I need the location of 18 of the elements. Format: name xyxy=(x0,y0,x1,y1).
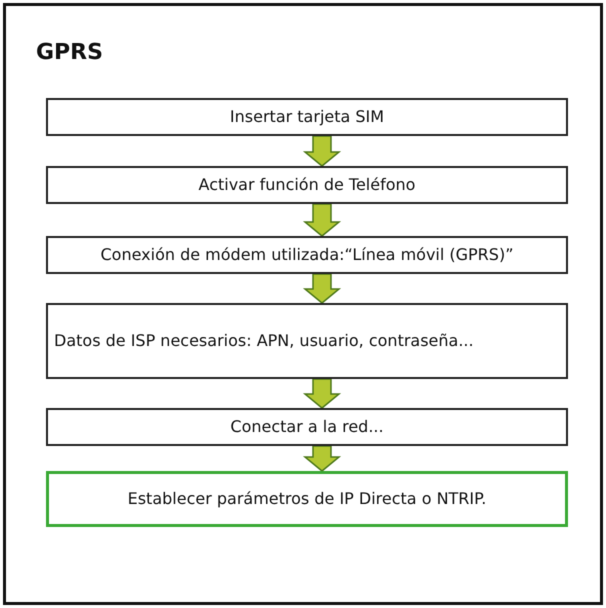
step-text: Datos de ISP necesarios: APN, usuario, contraseña... xyxy=(54,330,474,352)
process-box xyxy=(46,303,568,379)
step-text: Insertar tarjeta SIM xyxy=(230,106,384,128)
step-text: Conectar a la red... xyxy=(230,416,384,438)
process-box xyxy=(46,166,568,204)
step-text: Conexión de módem utilizada:“Línea móvil (GPRS)” xyxy=(100,244,514,266)
process-box xyxy=(46,98,568,136)
block-arrow xyxy=(302,445,342,472)
title: GPRS xyxy=(36,40,103,65)
block-arrow xyxy=(302,378,342,409)
block-arrow xyxy=(302,203,342,237)
block-arrow xyxy=(302,135,342,167)
step-text: Establecer parámetros de IP Directa o NTRIP. xyxy=(128,488,486,510)
block-arrow xyxy=(302,273,342,304)
process-box xyxy=(46,236,568,274)
process-box xyxy=(46,471,568,527)
process-box xyxy=(46,408,568,446)
step-text: Activar función de Teléfono xyxy=(198,174,416,196)
